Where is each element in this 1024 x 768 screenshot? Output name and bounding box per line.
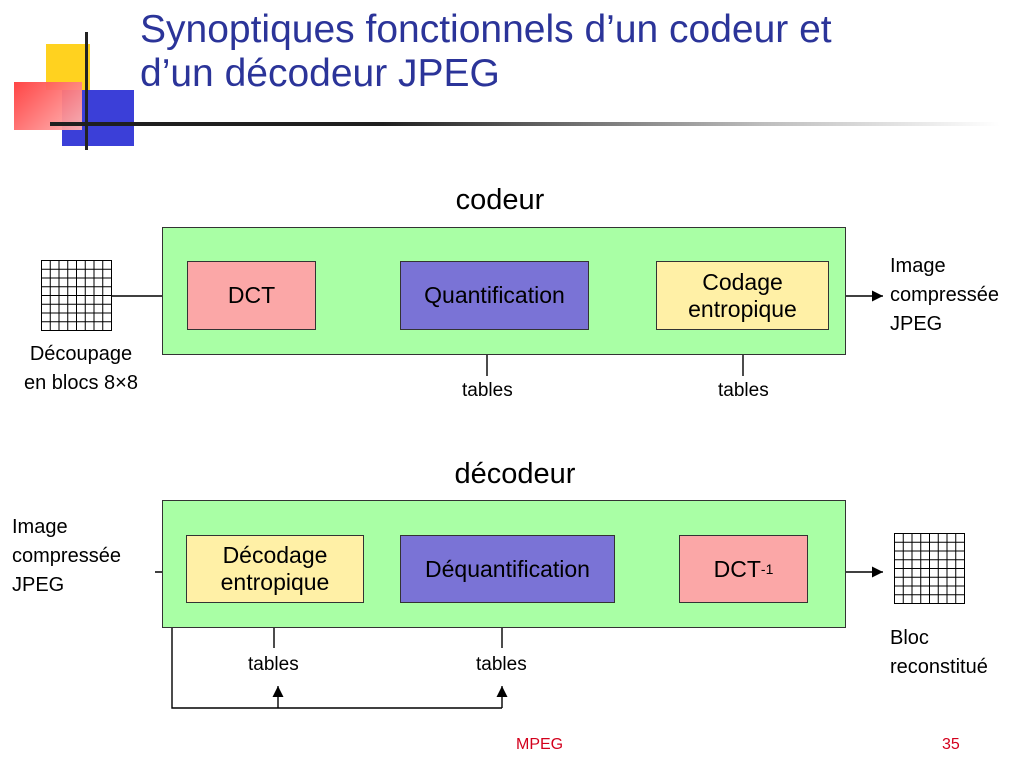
encoder-output-line-3: JPEG xyxy=(890,313,943,335)
inverse-dct-block: DCT-1 xyxy=(679,535,808,603)
quantification-block: Quantification xyxy=(400,261,589,330)
decoder-output-line-1: Bloc xyxy=(890,627,929,649)
entropy-decoding-line-1: Décodage xyxy=(222,542,328,568)
page-number: 35 xyxy=(942,736,960,753)
encoder-label: codeur xyxy=(455,184,545,216)
title-line-2: d’un décodeur JPEG xyxy=(140,52,500,95)
decoder-input-line-3: JPEG xyxy=(12,574,65,596)
inverse-dct-text: DCT xyxy=(713,555,761,582)
encoder-output-line-2: compressée xyxy=(890,284,999,306)
entropy-coding-line-2: entropique xyxy=(688,295,797,322)
slide-title: Synoptiques fonctionnels d’un codeur et … xyxy=(140,8,1010,96)
decoding-tables-label: tables xyxy=(248,654,299,675)
entropy-coding-block: Codage entropique xyxy=(656,261,829,330)
decoder-output-line-2: reconstitué xyxy=(890,656,988,678)
decoder-input-label: Image compressée JPEG xyxy=(12,513,121,600)
encoder-input-label: Découpage en blocs 8×8 xyxy=(6,340,156,398)
title-rule xyxy=(50,122,1000,126)
title-line-1: Synoptiques fonctionnels d’un codeur et xyxy=(140,8,832,51)
dct-block: DCT xyxy=(187,261,316,330)
quant-tables-label: tables xyxy=(462,380,513,401)
input-block-grid-icon xyxy=(41,260,112,331)
dequant-tables-label: tables xyxy=(476,654,527,675)
encoder-input-line-1: Découpage xyxy=(29,343,133,365)
entropy-coding-line-1: Codage xyxy=(702,268,783,295)
encoder-output-label: Image compressée JPEG xyxy=(890,252,999,339)
entropy-decoding-block: Décodage entropique xyxy=(186,535,364,603)
entropy-decoding-line-2: entropique xyxy=(220,569,330,595)
output-block-grid-icon xyxy=(894,533,965,604)
decoder-input-line-1: Image xyxy=(12,516,68,538)
footer-title: MPEG xyxy=(516,736,564,753)
decoder-output-label: Bloc reconstitué xyxy=(890,624,988,682)
dequantification-block: Déquantification xyxy=(400,535,615,603)
encoder-input-line-2: en blocs 8×8 xyxy=(24,372,138,394)
inverse-dct-exponent: -1 xyxy=(760,560,774,577)
decoder-label: décodeur xyxy=(454,458,576,490)
entropy-tables-label: tables xyxy=(718,380,769,401)
logo-vertical-line xyxy=(85,32,88,150)
encoder-output-line-1: Image xyxy=(890,255,946,277)
decoder-input-line-2: compressée xyxy=(12,545,121,567)
